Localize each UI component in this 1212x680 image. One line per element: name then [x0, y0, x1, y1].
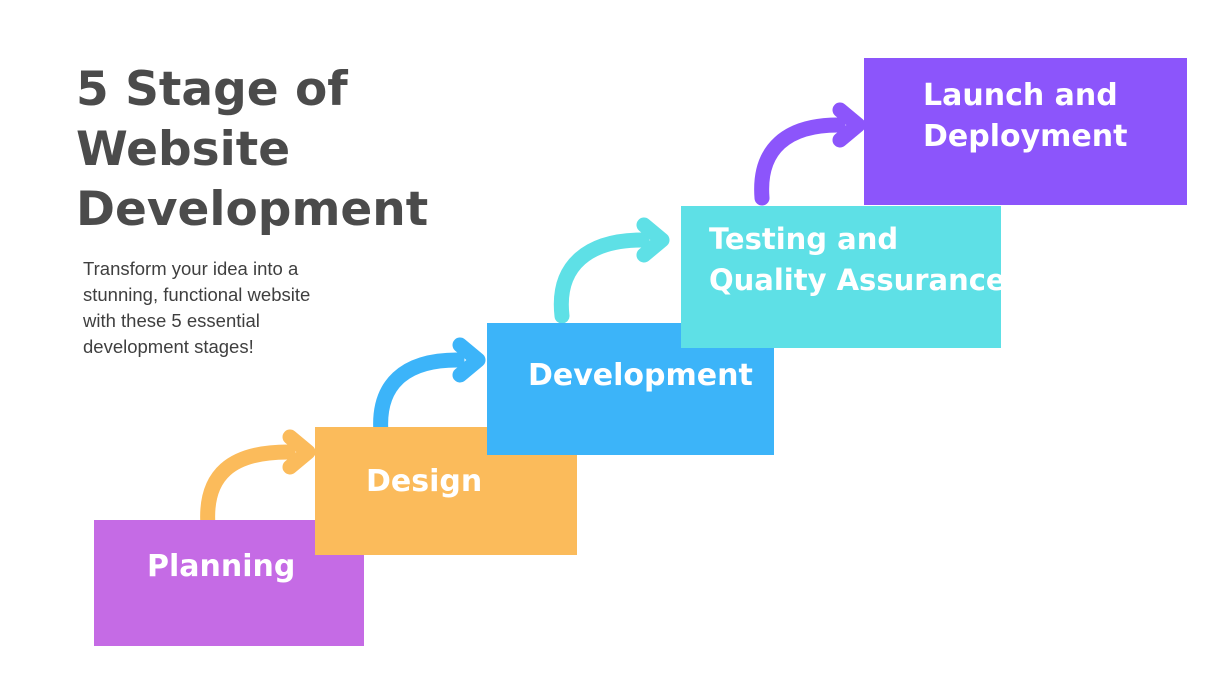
stage-planning-label: Planning	[147, 546, 295, 587]
arrow-planning-to-design	[200, 429, 316, 534]
stage-planning-line-1: Planning	[147, 549, 296, 584]
page-title: 5 Stage of Website Development	[76, 60, 496, 240]
arrow-planning-to-design-curve	[200, 444, 296, 534]
stage-testing-line-1: Testing and	[709, 222, 899, 256]
stage-testing: Testing and Quality Assurance	[681, 206, 1006, 348]
title-line-3: Development	[76, 182, 429, 237]
subtitle-line-3: with these 5 essential	[83, 310, 260, 331]
arrow-planning-to-design-head	[282, 429, 316, 475]
arrow-testing-to-launch	[754, 102, 866, 206]
arrow-development-to-testing-curve	[553, 232, 650, 324]
title-line-2: Website	[76, 122, 291, 177]
stage-design-label: Design	[366, 461, 482, 502]
arrow-design-to-development-curve	[373, 352, 465, 441]
stage-launch-line-1: Launch and	[923, 78, 1118, 113]
stage-testing-line-2: Quality Assurance	[709, 263, 1006, 297]
stage-planning: Planning	[94, 520, 364, 646]
subtitle: Transform your idea into a stunning, fun…	[83, 256, 383, 360]
stage-launch: Launch and Deployment	[864, 58, 1187, 205]
subtitle-line-2: stunning, functional website	[83, 284, 311, 305]
stage-development-label: Development	[528, 355, 753, 396]
stage-design-line-1: Design	[366, 464, 483, 499]
title-line-1: 5 Stage of	[76, 62, 348, 117]
arrow-design-to-development-head	[452, 337, 486, 383]
arrow-development-to-testing-head	[636, 217, 670, 263]
stage-launch-line-2: Deployment	[923, 119, 1128, 154]
stage-launch-label: Launch and Deployment	[923, 75, 1127, 157]
arrow-testing-to-launch-curve	[754, 117, 846, 206]
stage-design: Design	[315, 427, 577, 555]
arrow-design-to-development	[373, 337, 486, 441]
subtitle-line-4: development stages!	[83, 336, 254, 357]
stage-development-line-1: Development	[528, 358, 753, 393]
stage-testing-label: Testing and Quality Assurance	[709, 219, 1006, 301]
subtitle-line-1: Transform your idea into a	[83, 258, 299, 279]
arrow-testing-to-launch-head	[832, 102, 866, 148]
arrow-development-to-testing	[553, 217, 670, 324]
